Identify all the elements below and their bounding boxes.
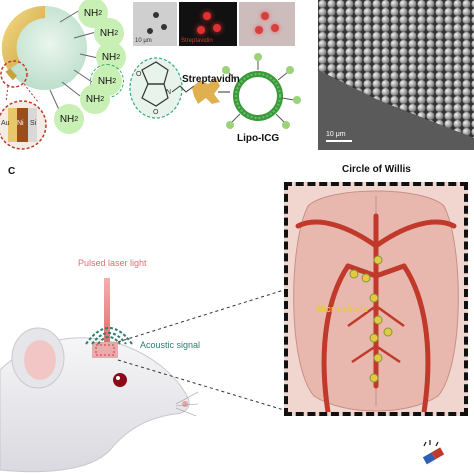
sem-scalebar: [326, 140, 352, 142]
mouse-illustration: [0, 327, 199, 473]
svg-text:N: N: [166, 89, 171, 96]
acoustic-label: Acoustic signal: [140, 340, 201, 350]
brain-vessel-map: [293, 190, 459, 412]
biotin-streptavidin-diagram: O O N: [129, 53, 301, 129]
microrobots-label: Microrobots: [316, 304, 369, 314]
svg-text:O: O: [153, 109, 159, 116]
streptavidin-label: Streptavidin: [182, 74, 240, 85]
laser-beam: [104, 278, 110, 342]
svg-text:O: O: [136, 71, 142, 78]
layer-si-label: Si: [30, 120, 37, 127]
fluorescence-micrograph: Streptavidin: [179, 2, 237, 46]
layer-au-label: Au: [1, 120, 10, 127]
layer-ni-label: Ni: [17, 120, 24, 127]
panel-letter: C: [8, 166, 16, 177]
magnet-icon: [422, 440, 445, 465]
laser-label: Pulsed laser light: [78, 258, 147, 268]
janus-particle-diagram: [0, 5, 99, 150]
sem-micrograph: 10 μm: [318, 0, 474, 150]
brightfield-micrograph: 10 μm: [133, 2, 177, 46]
merged-micrograph: [239, 2, 295, 46]
sem-particle-array: [318, 0, 474, 150]
micrograph-scalebar-label: 10 μm: [135, 38, 152, 44]
lipo-icg-label: Lipo-ICG: [237, 133, 280, 144]
fluorescence-label: Streptavidin: [181, 38, 213, 44]
sem-scalebar-label: 10 μm: [326, 131, 346, 138]
inset-title: Circle of Willis: [342, 164, 411, 175]
acoustic-waves: [85, 327, 133, 345]
circle-of-willis-inset: Microrobots: [284, 182, 468, 416]
